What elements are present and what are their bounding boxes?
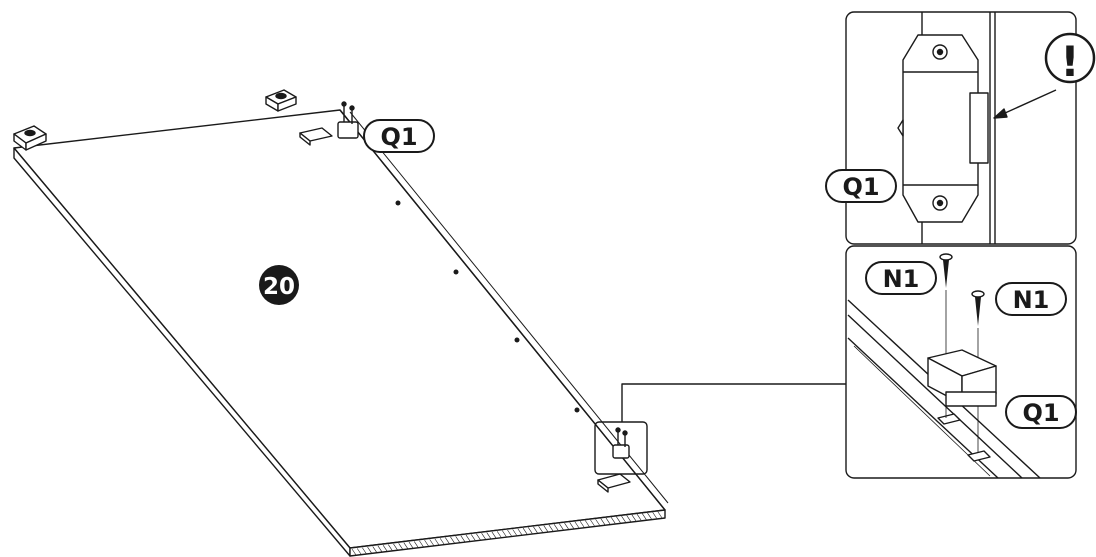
edge-hatch-line [372, 546, 377, 553]
edge-hatch-line [356, 548, 362, 555]
edge-hatch-line [434, 538, 440, 546]
leveling-foot-left [13, 125, 47, 151]
edge-hatch-line [403, 542, 409, 549]
label-n1-a: N1 [865, 261, 937, 295]
edge-hatch-line [600, 518, 606, 525]
hinge-top [337, 101, 359, 139]
edge-hatch-line [548, 524, 554, 532]
edge-hatch-line [388, 544, 393, 551]
edge-hatch-line [553, 524, 559, 531]
edge-hatch-line [517, 528, 523, 535]
label-q1-exploded: Q1 [1005, 395, 1077, 429]
edge-hatch-line [398, 543, 403, 550]
panel-groove-inner [349, 111, 669, 504]
label-q1-exploded-text: Q1 [1022, 399, 1059, 427]
edge-hatch-line [496, 531, 502, 538]
edge-hatch-line [616, 516, 621, 523]
hinge-plate-bottom [597, 473, 631, 493]
edge-hatch-line [455, 536, 460, 543]
edge-hatch-line [652, 512, 657, 519]
panel-number-text: 20 [263, 274, 295, 300]
edge-hatch-line [621, 515, 626, 523]
label-q1-main: Q1 [363, 119, 435, 153]
edge-hatch-line [512, 529, 517, 536]
edge-hatch-line [377, 545, 383, 552]
edge-hatch-line [543, 525, 549, 532]
panel-number-badge: 20 [259, 265, 299, 305]
edge-hatch-line [460, 535, 466, 542]
edge-hatch-line [527, 527, 533, 534]
edge-hatch-line [465, 534, 471, 542]
edge-hatch-line [569, 522, 574, 529]
callout-leader [621, 383, 846, 422]
edge-hatch-line [642, 513, 647, 520]
edge-hatch-line [424, 539, 429, 547]
edge-hatch-line [367, 546, 372, 554]
caution-badge: ! [1044, 32, 1096, 86]
edge-hatch-line [559, 523, 564, 530]
leveling-foot-right [265, 89, 297, 112]
edge-hatch-line [393, 543, 398, 551]
edge-hatch-line [439, 538, 445, 545]
hinge-plate-top [299, 127, 333, 146]
edge-hatch-line [533, 526, 538, 533]
edge-hatch-line [647, 512, 652, 520]
caution-icon: ! [1060, 37, 1079, 86]
label-n1-b: N1 [995, 282, 1067, 316]
edge-hatch-line [450, 536, 455, 544]
label-n1-a-text: N1 [883, 265, 920, 293]
edge-hatch-line [522, 527, 528, 535]
edge-hatch-line [419, 540, 424, 547]
edge-hatch-line [574, 521, 580, 528]
edge-hatch-line [585, 520, 590, 527]
edge-hatch-line [502, 530, 507, 537]
edge-hatch-line [564, 522, 569, 530]
caution-arrowhead [993, 108, 1008, 119]
panel-top-face [13, 109, 666, 549]
edge-hatch-line [590, 519, 595, 527]
hinge-block [927, 349, 997, 407]
edge-hatch-line [507, 529, 512, 537]
edge-hatch-line [362, 547, 367, 554]
edge-hatch-line [657, 511, 663, 518]
edge-hatch-line [579, 520, 585, 528]
edge-hatch-line [351, 548, 357, 556]
label-q1-detail: Q1 [825, 169, 897, 203]
edge-hatch-line [382, 545, 388, 552]
panel-bottom-edge [349, 509, 666, 557]
edge-hatch-line [481, 533, 486, 540]
mounting-plate-exploded [937, 413, 991, 462]
edge-hatch-line [445, 537, 450, 544]
dowel-holes [395, 200, 580, 413]
label-q1-main-text: Q1 [380, 123, 417, 151]
edge-hatch-line [595, 519, 600, 526]
edge-hatch-line [476, 533, 481, 540]
edge-hatch-line [486, 532, 492, 539]
hinge-body-front [897, 34, 989, 223]
detail-box-hinge [845, 11, 1077, 245]
edge-hatch-line [408, 541, 414, 549]
edge-hatch-line [413, 541, 419, 548]
panel-20 [13, 109, 669, 557]
label-q1-detail-text: Q1 [842, 173, 879, 201]
label-n1-b-text: N1 [1013, 286, 1050, 314]
edge-hatch-line [491, 531, 497, 539]
hinge-bottom [612, 427, 630, 459]
edge-hatch-line [631, 514, 637, 521]
screw-a [939, 253, 953, 358]
callout-box [594, 421, 648, 475]
edge-hatch-line [538, 526, 543, 533]
edge-hatch-line [636, 514, 642, 521]
edge-hatch-line [429, 539, 434, 546]
edge-hatch-line [470, 534, 476, 541]
edge-hatch-line [605, 517, 611, 525]
edge-hatch-line [610, 517, 616, 524]
panel-groove-line [339, 109, 666, 511]
edge-hatch-line [626, 515, 631, 522]
